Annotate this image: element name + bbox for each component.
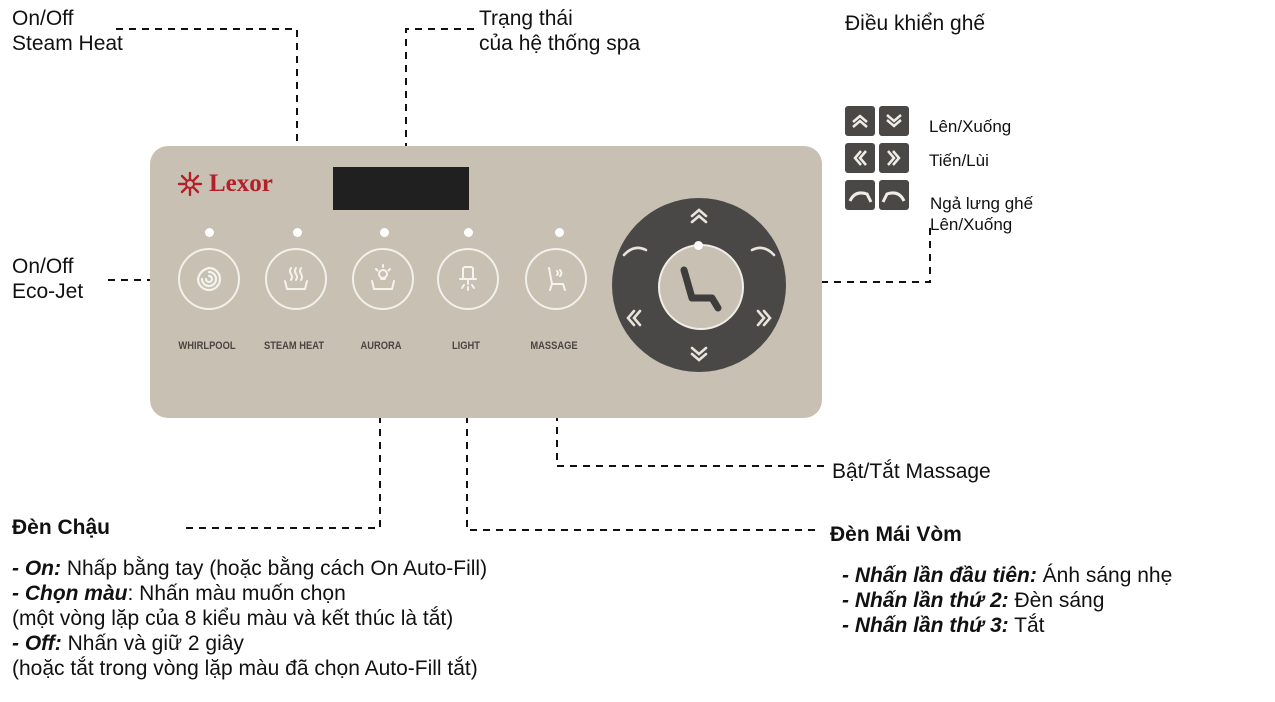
aurora-caption: AURORA (360, 340, 402, 352)
light-icon (459, 266, 477, 291)
steam-heat-button[interactable] (265, 248, 327, 310)
pad-down-icon (690, 346, 708, 362)
recline-left-icon (845, 180, 875, 210)
chevron-right-icon (879, 143, 909, 173)
den-chau-details: - On: Nhấp bằng tay (hoặc bằng cách On A… (12, 556, 487, 681)
aurora-button[interactable] (352, 248, 414, 310)
massage-led (555, 228, 564, 237)
status-display (333, 167, 469, 210)
aurora-led (380, 228, 389, 237)
chair-icon (680, 266, 722, 312)
steam-heat-led (293, 228, 302, 237)
eco-jet-label: On/Off Eco-Jet (12, 255, 84, 303)
steam-heat-label: On/Off Steam Heat (12, 7, 123, 55)
den-chau-line: - Chọn màu: Nhấn màu muốn chọn (12, 582, 346, 605)
whirlpool-button[interactable] (178, 248, 240, 310)
chair-led (694, 241, 703, 250)
pad-recline-left-icon (622, 246, 648, 257)
chair-recline-label: Ngả lưng ghế Lên/Xuống (930, 194, 1034, 234)
den-mai-vom-line: - Nhấn lần đầu tiên: Ánh sáng nhẹ (842, 564, 1173, 587)
light-caption: LIGHT (451, 340, 481, 352)
lexor-logo-icon (177, 171, 203, 197)
den-chau-title: Đèn Chậu (12, 516, 111, 539)
chair-title: Điều khiển ghế (845, 12, 986, 35)
recline-right-icon (879, 180, 909, 210)
chair-center-button[interactable] (658, 244, 744, 330)
aurora-icon (371, 264, 395, 290)
light-callout (466, 364, 820, 531)
chevron-down-icon (879, 106, 909, 136)
massage-toggle-label: Bật/Tắt Massage (832, 460, 991, 483)
chevron-left-icon (845, 143, 875, 173)
whirlpool-caption: WHIRLPOOL (178, 340, 236, 352)
den-mai-vom-line: - Nhấn lần thứ 3: Tắt (842, 614, 1045, 637)
chevron-up-icon (845, 106, 875, 136)
status-label: Trạng thái của hệ thống spa (479, 7, 641, 55)
den-mai-vom-line: - Nhấn lần thứ 2: Đèn sáng (842, 589, 1105, 612)
brand-name: Lexor (209, 170, 273, 197)
den-chau-line: (hoặc tắt trong vòng lặp màu đã chọn Aut… (12, 657, 478, 680)
pad-left-icon (626, 309, 642, 327)
den-chau-line: - Off: Nhấn và giữ 2 giây (12, 632, 244, 655)
pad-recline-right-icon (750, 246, 776, 257)
light-led (464, 228, 473, 237)
light-button[interactable] (437, 248, 499, 310)
massage-button[interactable] (525, 248, 587, 310)
chair-updown-label: Lên/Xuống (929, 117, 1012, 136)
massage-caption: MASSAGE (530, 340, 578, 352)
lexor-logo: Lexor (177, 170, 273, 198)
massage-callout (556, 362, 828, 467)
aurora-callout (186, 364, 381, 529)
steam-heat-caption: STEAM HEAT (263, 340, 325, 352)
den-mai-vom-details: - Nhấn lần đầu tiên: Ánh sáng nhẹ - Nhấn… (842, 563, 1172, 638)
den-chau-line: - On: Nhấp bằng tay (hoặc bằng cách On A… (12, 557, 488, 580)
den-mai-vom-title: Đèn Mái Vòm (830, 523, 962, 546)
pad-up-icon (690, 208, 708, 224)
chair-forward-back-label: Tiến/Lùi (929, 151, 989, 170)
whirlpool-icon (196, 266, 222, 292)
status-callout (405, 28, 474, 155)
den-chau-line: (một vòng lặp của 8 kiểu màu và kết thúc… (12, 607, 454, 630)
chair-pad-arrows (622, 208, 776, 362)
whirlpool-led (205, 228, 214, 237)
steam-heat-icon (284, 267, 308, 290)
pad-right-icon (756, 309, 772, 327)
massage-icon (548, 267, 566, 291)
